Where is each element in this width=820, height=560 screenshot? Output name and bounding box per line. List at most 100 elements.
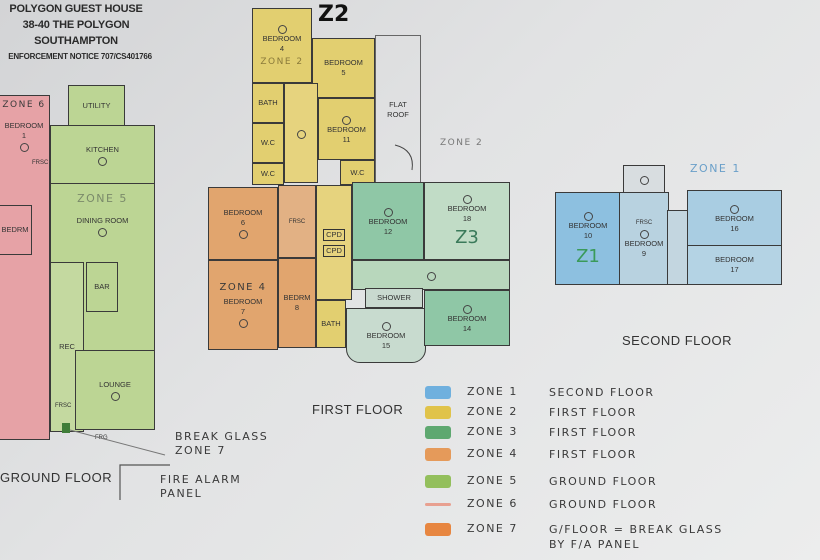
room-bedroom-17: BEDROOM 17	[687, 245, 782, 285]
room-label: UTILITY	[82, 101, 111, 110]
fire-door-label: FRSC	[32, 160, 49, 166]
room-label: BEDROOM 17	[715, 255, 754, 274]
address: 38-40 THE POLYGON	[22, 19, 130, 31]
room-label: BEDROOM 5	[324, 58, 363, 77]
cupboard-1: CPD	[323, 228, 345, 241]
room-bedroom-5: BEDROOM 5	[312, 38, 375, 98]
second-floor-label: SECOND FLOOR	[622, 333, 733, 348]
zone6-area: ZONE 6 BEDROOM 1	[0, 95, 50, 440]
legend-zone: ZONE 2	[467, 405, 518, 418]
smoke-detector-icon	[426, 271, 436, 281]
smoke-detector-icon	[98, 156, 107, 166]
stairs-top	[623, 165, 665, 193]
stairs: FRSC	[278, 185, 316, 258]
smoke-detector-icon	[462, 195, 472, 205]
panel-bracket	[119, 464, 170, 500]
legend-zone: ZONE 6	[467, 497, 518, 510]
room-label: BEDROOM 9	[624, 239, 664, 258]
smoke-detector-icon	[583, 211, 593, 221]
legend-desc: SECOND FLOOR	[549, 386, 655, 399]
zone4-label: ZONE 4	[219, 281, 267, 293]
flat-roof: FLAT ROOF	[375, 35, 421, 185]
room-rec: REC	[59, 342, 75, 351]
smoke-detector-icon	[296, 129, 306, 139]
title: POLYGON GUEST HOUSE	[9, 3, 143, 15]
room-bedroom-11: BEDROOM 11	[318, 98, 375, 160]
room-lounge: LOUNGE	[75, 350, 155, 430]
smoke-detector-icon	[381, 322, 391, 331]
room-wc-2: W.C	[252, 163, 284, 185]
legend-row: ZONE 7 G/FLOOR = BREAK GLASS BY F/A PANE…	[425, 522, 723, 552]
legend-swatch	[425, 523, 451, 536]
room-label: SHOWER	[377, 293, 411, 302]
first-floor-label: FIRST FLOOR	[312, 402, 404, 417]
zone5-label: ZONE 5	[77, 192, 128, 205]
legend-zone: ZONE 1	[467, 385, 518, 398]
room-bedroom-16: BEDROOM 16	[687, 190, 782, 247]
z1-mark: Z1	[576, 245, 600, 267]
room-bedrm-8: BEDRM 8	[278, 258, 316, 348]
room-bedroom-1: BEDROOM 1	[4, 121, 44, 141]
room-label: BEDROOM 12	[368, 216, 408, 236]
legend-desc: FIRST FLOOR	[549, 448, 637, 461]
legend-zone: ZONE 7	[467, 522, 518, 535]
room-label: W.C	[260, 138, 276, 147]
room-bar: BAR	[86, 262, 118, 312]
enforcement-notice: ENFORCEMENT NOTICE 707/CS401766	[8, 52, 152, 61]
legend-row: ZONE 4 FIRST FLOOR	[425, 447, 637, 462]
room-label: BEDROOM 11	[327, 124, 366, 144]
room-bedroom-6: BEDROOM 6	[208, 187, 278, 260]
legend-swatch	[425, 406, 451, 419]
smoke-detector-icon	[110, 391, 120, 401]
room-label: BATH	[321, 319, 341, 328]
smoke-detector-icon	[639, 175, 649, 185]
room-bedroom-14: BEDROOM 14	[424, 290, 510, 346]
smoke-detector-icon	[462, 304, 472, 314]
smoke-detector-icon	[639, 230, 649, 239]
legend-swatch	[425, 448, 451, 461]
room-bath-top: BATH	[252, 83, 284, 123]
room-label: BEDROOM 15	[366, 331, 406, 350]
legend-desc: G/FLOOR = BREAK GLASS BY F/A PANEL	[549, 523, 723, 551]
zone6-label: ZONE 6	[2, 100, 46, 110]
legend-row: ZONE 5 GROUND FLOOR	[425, 474, 657, 489]
room-label: BEDROOM 6	[223, 208, 263, 227]
legend-swatch	[425, 386, 451, 399]
door-swing	[394, 144, 413, 171]
break-glass-note: BREAK GLASS ZONE 7	[175, 430, 269, 457]
room-label: BAR	[94, 282, 110, 291]
legend-zone: ZONE 3	[467, 425, 518, 438]
legend-desc: GROUND FLOOR	[549, 475, 658, 488]
legend-desc: FIRST FLOOR	[549, 426, 637, 439]
room-label: W.C	[260, 169, 276, 178]
legend-swatch	[425, 426, 451, 439]
zone2-label: ZONE 2	[260, 57, 304, 68]
legend-swatch	[425, 503, 451, 506]
room-wc-1: W.C	[252, 123, 284, 163]
corridor: CPD CPD	[316, 185, 352, 300]
legend-row: ZONE 1 SECOND FLOOR	[425, 385, 655, 400]
room-bedroom-12: BEDROOM 12	[352, 182, 424, 260]
room-label: W.C	[350, 167, 365, 177]
room-label: BEDROOM 14	[447, 313, 487, 333]
room-label: KITCHEN	[86, 144, 119, 154]
cupboard-2: CPD	[323, 244, 345, 257]
room-bedroom-15: BEDROOM 15	[346, 308, 426, 363]
legend-row: ZONE 6 GROUND FLOOR	[425, 497, 657, 512]
legend-row: ZONE 2 FIRST FLOOR	[425, 405, 637, 420]
pointer-line	[69, 429, 166, 456]
legend-zone: ZONE 5	[467, 474, 518, 487]
zone2-note: ZONE 2	[440, 138, 484, 148]
z3-mark: Z3	[455, 227, 479, 249]
landing	[284, 83, 318, 183]
room-label: BEDROOM 10	[568, 220, 608, 240]
city: SOUTHAMPTON	[34, 35, 118, 47]
room-bath: BATH	[316, 300, 346, 348]
ground-floor-label: GROUND FLOOR	[0, 470, 113, 485]
legend-zone: ZONE 4	[467, 447, 518, 460]
stairs-second	[667, 210, 689, 285]
